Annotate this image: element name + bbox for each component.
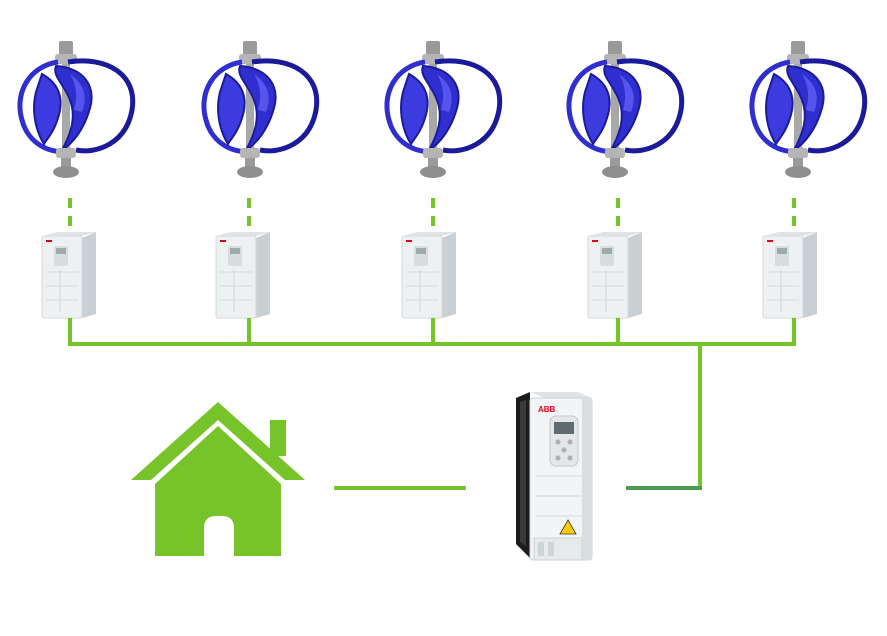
inverter-icon bbox=[762, 231, 818, 319]
turbine-drive-connectors bbox=[68, 198, 796, 226]
main-inverter-icon: ABB bbox=[516, 392, 593, 561]
house-icon bbox=[131, 402, 305, 556]
inverter-icon bbox=[215, 231, 271, 319]
wind-turbine-icon bbox=[752, 41, 865, 178]
warning-icon bbox=[559, 519, 577, 535]
inverter-icon bbox=[41, 231, 97, 319]
wind-turbine-icon bbox=[387, 41, 500, 178]
inverter-icon bbox=[401, 231, 457, 319]
wind-turbine-icon bbox=[569, 41, 682, 178]
power-bus bbox=[68, 318, 796, 490]
wind-turbine-icon bbox=[204, 41, 317, 178]
abb-logo: ABB bbox=[538, 405, 556, 414]
wind-turbine-icon bbox=[20, 41, 133, 178]
inverter-icon bbox=[587, 231, 643, 319]
